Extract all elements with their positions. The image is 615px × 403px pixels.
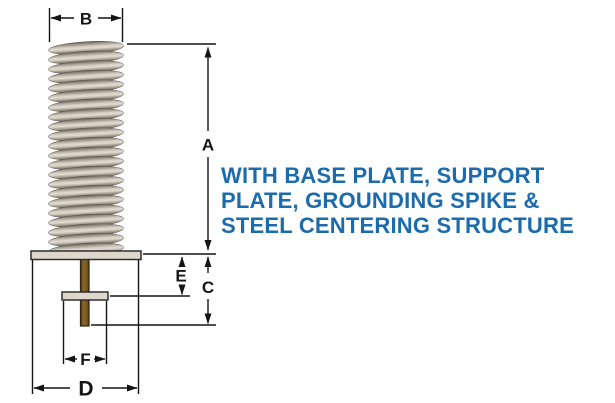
dimension-a: [127, 43, 216, 251]
dimension-f: [62, 301, 108, 364]
dimension-label-d: D: [78, 378, 93, 401]
base-plate: [30, 250, 142, 261]
dimension-label-b: B: [80, 10, 92, 29]
dimension-e: [110, 256, 190, 297]
support-plate: [61, 291, 109, 301]
dimension-label-f: F: [80, 350, 90, 369]
dimension-d: [31, 260, 140, 394]
threaded-rod: [47, 39, 125, 259]
caption-text: WITH BASE PLATE, SUPPORT PLATE, GROUNDIN…: [221, 163, 574, 238]
dimension-label-a: A: [202, 136, 214, 155]
dimension-b: [48, 8, 124, 42]
dimension-label-c: C: [202, 278, 214, 297]
dimension-label-e: E: [175, 267, 186, 286]
